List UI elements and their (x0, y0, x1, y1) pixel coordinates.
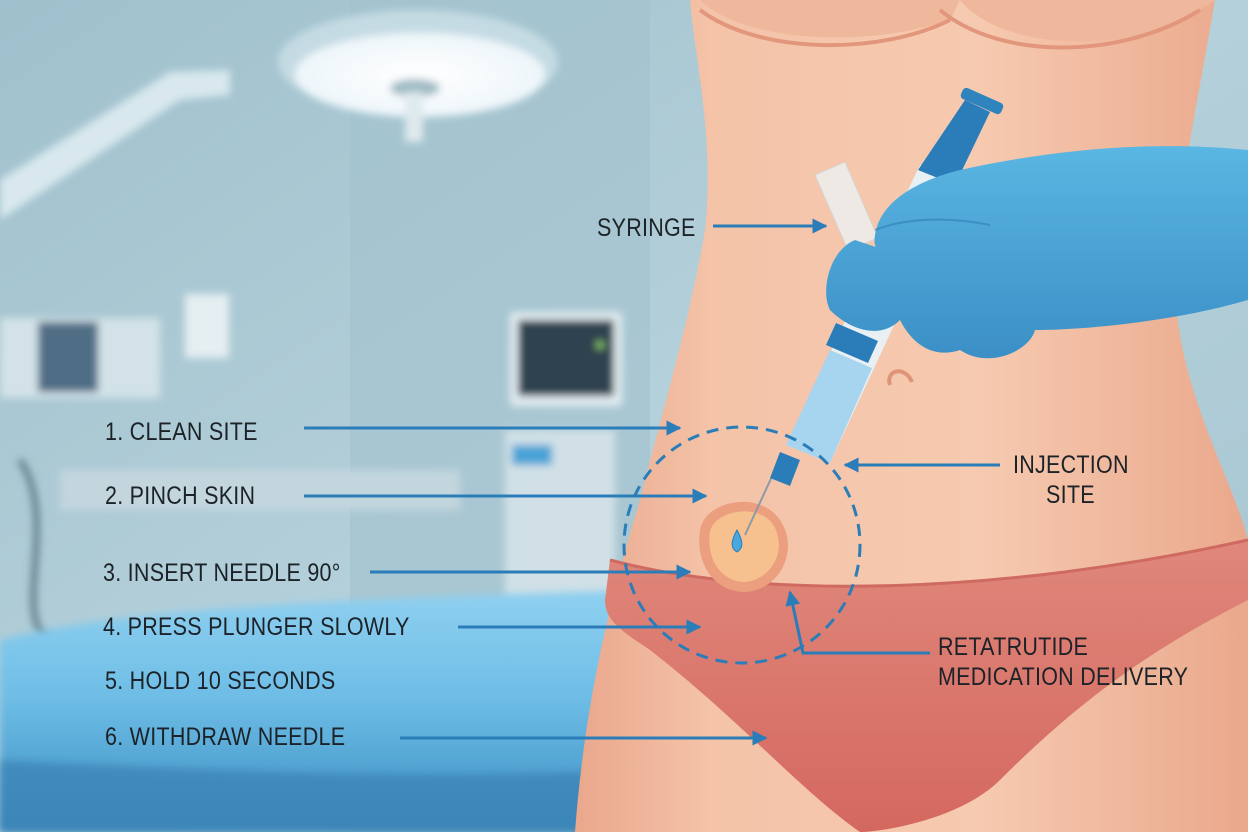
callout-injection-site-line1: INJECTION (1013, 451, 1129, 479)
injection-site-bump (699, 501, 788, 592)
step-5-label: 5. HOLD 10 SECONDS (105, 667, 336, 695)
callout-injection-site-line2: SITE (1046, 481, 1095, 509)
step-3-label: 3. INSERT NEEDLE 90° (103, 559, 341, 587)
callout-medication-line1: RETATRUTIDE (938, 633, 1089, 661)
gloved-hand (826, 146, 1248, 359)
callout-syringe: SYRINGE (597, 214, 696, 242)
step-4-label: 4. PRESS PLUNGER SLOWLY (103, 613, 410, 641)
injection-zone-circle (622, 425, 862, 665)
step-2-label: 2. PINCH SKIN (105, 482, 256, 510)
step-6-label: 6. WITHDRAW NEEDLE (105, 723, 346, 751)
callout-medication-line2: MEDICATION DELIVERY (938, 663, 1189, 691)
callout-arrows (304, 218, 1000, 746)
step-1-label: 1. CLEAN SITE (105, 418, 258, 446)
